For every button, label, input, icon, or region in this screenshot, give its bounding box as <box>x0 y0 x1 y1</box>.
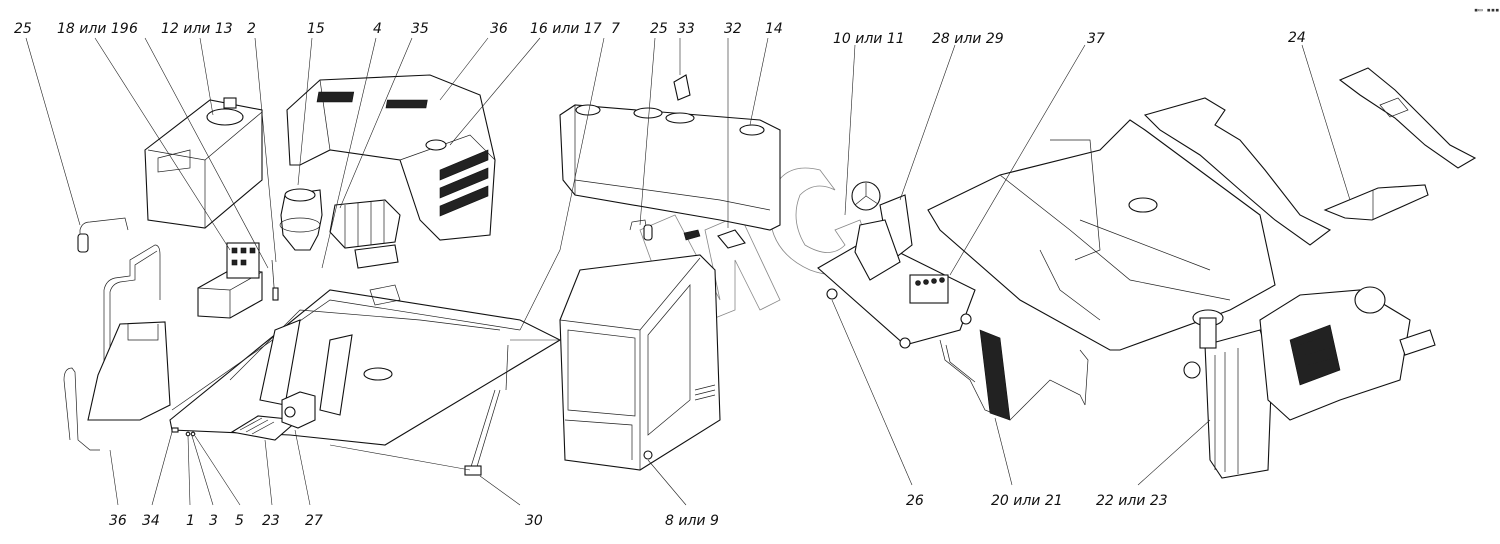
battery-cover <box>87 321 171 421</box>
callout-5: 5 <box>235 513 244 529</box>
handrail <box>63 244 161 451</box>
callout-24: 24 <box>1288 30 1306 46</box>
callout-34: 34 <box>142 513 160 529</box>
gas-strut <box>464 344 509 476</box>
switch-panel <box>226 242 260 279</box>
callout-7: 7 <box>611 21 620 37</box>
callout-25-cab: 25 <box>650 21 668 37</box>
callout-20-21: 20 или 21 <box>991 493 1063 509</box>
engine-hood <box>286 74 496 241</box>
callout-4: 4 <box>373 21 382 37</box>
control-valve <box>329 199 401 269</box>
mirror-bracket-left <box>77 217 129 253</box>
mirror <box>673 74 691 101</box>
boom-bracket <box>281 391 316 429</box>
cab <box>559 254 721 471</box>
callout-30: 30 <box>525 513 543 529</box>
callout-28-29: 28 или 29 <box>932 31 1004 47</box>
callout-6: 6 <box>129 21 138 37</box>
callout-25: 25 <box>14 21 32 37</box>
callout-14: 14 <box>765 21 783 37</box>
engine-assembly <box>1183 286 1436 479</box>
fasteners <box>171 427 196 437</box>
callout-36-bottom: 36 <box>109 513 127 529</box>
platform-frame <box>927 119 1276 351</box>
callout-15: 15 <box>307 21 325 37</box>
callout-22-23: 22 или 23 <box>1096 493 1168 509</box>
callout-18-19: 18 или 19 <box>57 21 129 37</box>
callout-27: 27 <box>305 513 323 529</box>
callout-23: 23 <box>262 513 280 529</box>
callout-2: 2 <box>247 21 256 37</box>
dipstick <box>271 259 279 301</box>
callout-37: 37 <box>1087 31 1105 47</box>
callout-3: 3 <box>209 513 218 529</box>
counterweight <box>559 104 781 231</box>
callout-16-17: 16 или 17 <box>530 21 602 37</box>
counterweight-mount <box>683 229 746 249</box>
callout-35: 35 <box>411 21 429 37</box>
corner-mark: ▪▭ ▪▪▪ <box>1474 6 1499 14</box>
callout-12-13: 12 или 13 <box>161 21 233 37</box>
hood-grille <box>439 149 489 217</box>
upper-frame <box>169 284 562 446</box>
operator-console <box>817 181 976 349</box>
callout-32: 32 <box>724 21 742 37</box>
leader-lines <box>25 37 1351 506</box>
callout-8-9: 8 или 9 <box>665 513 719 529</box>
callout-36-top: 36 <box>490 21 508 37</box>
oil-cooler <box>939 329 1089 421</box>
callout-33: 33 <box>677 21 695 37</box>
callout-10-11: 10 или 11 <box>833 31 905 47</box>
callout-26: 26 <box>906 493 924 509</box>
hydraulic-tank <box>144 97 263 229</box>
cover-plates <box>1143 67 1477 246</box>
callout-labels: 25 18 или 19 6 12 или 13 2 15 4 35 36 16… <box>14 21 1306 529</box>
swing-motor <box>279 188 323 251</box>
callout-1: 1 <box>186 513 195 529</box>
mirror-bracket-cab <box>629 219 653 241</box>
